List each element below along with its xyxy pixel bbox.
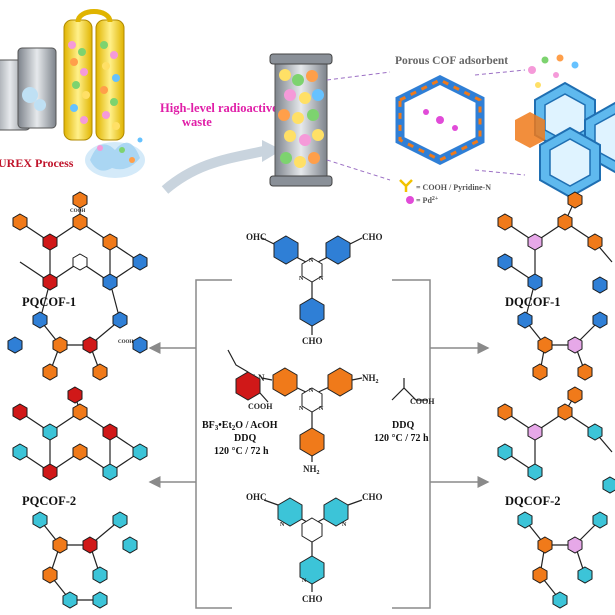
n-atom: N: [309, 258, 314, 264]
cof-pore-illustration: [395, 74, 485, 166]
condition-temp-time: 120 °C / 72 h: [214, 446, 269, 457]
n-atom: N: [319, 276, 324, 282]
pqcof2-structure: PQCOF-2: [12, 386, 148, 609]
tripyridyl-aldehyde-monomer: N N N OHC CHO CHO: [246, 492, 383, 604]
cooh-label: COOH: [248, 402, 273, 411]
n-atom: N: [319, 406, 324, 412]
legend: = COOH / Pyridine-N = Pd2+: [399, 179, 491, 205]
condition-oxidant: DDQ: [234, 433, 256, 444]
cho-label: CHO: [362, 492, 383, 502]
nh2-label: NH2: [362, 373, 379, 385]
extraction-column-icon: [95, 19, 125, 141]
adsorbent-label: Porous COF adsorbent: [395, 55, 508, 67]
cho-label: CHO: [302, 336, 323, 346]
dqcof2-structure: DQCOF-2: [497, 386, 615, 609]
cof-channel-stack: [515, 54, 615, 199]
condition-oxidant: DDQ: [392, 420, 414, 431]
cooh-legend-icon: [399, 179, 413, 192]
waste-barrel-icon: [17, 47, 57, 129]
n-atom: N: [342, 522, 347, 528]
column-packing: [278, 69, 324, 168]
reaction-arrows: [148, 279, 490, 609]
cho-label: CHO: [362, 232, 383, 242]
purex-label: UREX Process: [0, 156, 74, 170]
triazine-trialdehyde-monomer: N N N OHC CHO CHO: [246, 232, 383, 346]
n-atom: N: [299, 276, 304, 282]
n-atom: N: [299, 406, 304, 412]
dqcof1-label: DQCOF-1: [505, 295, 561, 309]
n-atom: N: [309, 388, 314, 394]
cooh-group: COOH: [118, 340, 133, 345]
vinylbenzoic-acid-monomer: COOH: [227, 349, 273, 411]
left-conditions: BF3•Et2O / AcOH DDQ 120 °C / 72 h: [202, 420, 278, 457]
flow-arrow: [161, 145, 270, 194]
cooh-label: COOH: [410, 397, 435, 406]
legend-pd: = Pd2+: [416, 196, 439, 205]
waste-label-line1: High-level radioactive: [160, 101, 278, 115]
n-atom: N: [280, 522, 285, 528]
dqcof2-label: DQCOF-2: [505, 494, 561, 508]
pqcof2-label: PQCOF-2: [22, 494, 76, 508]
triazine-triamine-monomer: N N N H2N NH2 NH2: [248, 367, 379, 476]
nh2-label: NH2: [303, 464, 320, 476]
purex-illustration: UREX Process High-level radioactive wast…: [0, 9, 615, 205]
waste-label-line2: waste: [182, 115, 212, 129]
pqcof1-label: PQCOF-1: [22, 295, 76, 309]
pqcof1-structure: COOH COOH PQCOF-1: [7, 191, 148, 381]
colored-balls: [68, 41, 120, 130]
ohc-label: OHC: [246, 492, 267, 502]
cooh-group: COOH: [70, 209, 85, 214]
condition-catalyst: BF3•Et2O / AcOH: [202, 420, 278, 432]
dqcof1-structure: DQCOF-1: [497, 191, 613, 381]
condition-temp-time: 120 °C / 72 h: [374, 433, 429, 444]
pd-legend-icon: [406, 196, 414, 204]
cho-label: CHO: [302, 594, 323, 604]
water-splash-icon: [85, 137, 145, 178]
ohc-label: OHC: [246, 232, 267, 242]
n-atom: N: [302, 578, 307, 584]
legend-cooh: = COOH / Pyridine-N: [416, 183, 491, 192]
extraction-column-icon: [63, 19, 93, 141]
pyruvic-acid-monomer: COOH: [391, 378, 435, 406]
right-conditions: DDQ 120 °C / 72 h: [374, 420, 429, 444]
